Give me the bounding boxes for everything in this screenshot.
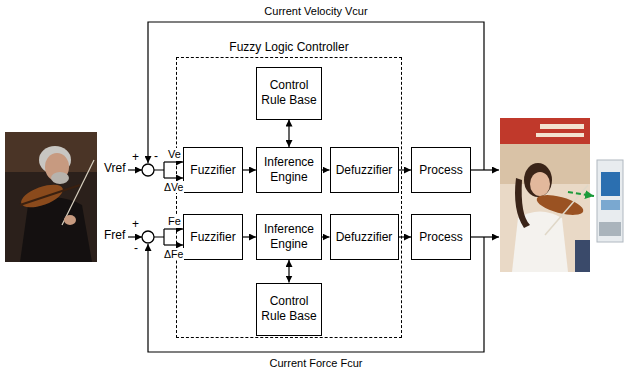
connector-arrow [243, 169, 256, 170]
connector-arrow [399, 236, 412, 237]
connector-arrow [288, 120, 289, 148]
error-wire [164, 228, 183, 229]
group-title: Fuzzy Logic Controller [177, 40, 401, 54]
signal-name: Fref [103, 229, 126, 243]
inference-box: Inference Engine [256, 147, 322, 193]
connector-arrow [322, 169, 330, 170]
split-bracket [154, 229, 164, 245]
signal-name: Fe [167, 215, 182, 228]
box-label: Process [417, 163, 464, 178]
sign-mark: + [131, 151, 140, 165]
box-label: Fuzzifier [188, 230, 237, 245]
connector-arrow [243, 236, 256, 237]
input-wire [128, 169, 142, 170]
defuzzifier-box: Defuzzifier [330, 147, 399, 193]
box-label: Fuzzifier [188, 163, 237, 178]
error-wire [164, 161, 183, 162]
summing-junction [142, 231, 154, 243]
signal-name: Vref [103, 162, 127, 176]
controller-group: Fuzzy Logic ControllerControl Rule BaseF… [176, 57, 402, 338]
box-label: Control Rule Base [257, 78, 321, 108]
computer-photo [597, 160, 623, 242]
box-label: Defuzzifier [334, 163, 395, 178]
sign-mark: + [131, 218, 140, 232]
sign-mark: - [153, 150, 159, 164]
fuzzifier-box: Fuzzifier [183, 147, 243, 193]
fuzzifier-box: Fuzzifier [183, 214, 243, 260]
connector-arrow [399, 169, 412, 170]
performer-photo [500, 118, 594, 272]
signal-name: Ve [167, 148, 182, 161]
output-wire [471, 236, 499, 237]
signal-name: ΔVe [163, 181, 184, 193]
inference-box: Inference Engine [256, 214, 322, 260]
defuzzifier-box: Defuzzifier [330, 214, 399, 260]
reference-photo [5, 132, 97, 262]
connector-arrow [322, 236, 330, 237]
rule-base-box: Control Rule Base [256, 67, 322, 120]
signal-name: Current Force Fcur [269, 357, 364, 370]
process-box: Process [411, 147, 471, 193]
box-label: Inference Engine [257, 155, 321, 185]
error-wire [164, 244, 183, 245]
sign-mark: - [133, 242, 139, 256]
signal-name: ΔFe [163, 248, 184, 260]
split-bracket [154, 162, 164, 178]
signal-name: Current Velocity Vcur [263, 5, 368, 18]
box-label: Process [417, 230, 464, 245]
output-wire [471, 169, 499, 170]
rule-base-box: Control Rule Base [256, 283, 322, 336]
summing-junction [142, 164, 154, 176]
box-label: Control Rule Base [257, 294, 321, 324]
box-label: Inference Engine [257, 222, 321, 252]
connector-arrow [288, 260, 289, 283]
input-wire [128, 236, 142, 237]
process-box: Process [411, 214, 471, 260]
box-label: Defuzzifier [334, 230, 395, 245]
error-wire [164, 177, 183, 178]
